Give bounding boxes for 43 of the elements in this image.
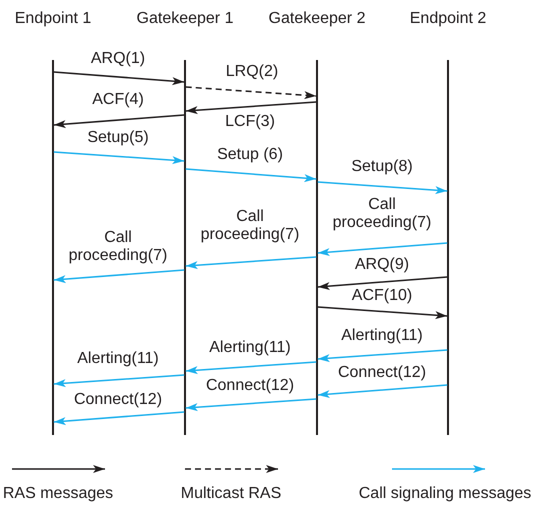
edge-label: Setup(8) <box>349 158 415 176</box>
message-arrow <box>186 398 316 412</box>
edge-label: Alerting(11) <box>75 350 161 368</box>
edge-label: LCF(3) <box>223 113 277 132</box>
message-arrow <box>54 411 184 426</box>
message-arrow <box>318 306 448 320</box>
participant-label: Endpoint 2 <box>410 10 486 28</box>
message-arrow <box>54 269 184 284</box>
edge-label: Setup (6) <box>215 146 285 164</box>
lifeline <box>316 60 318 435</box>
legend-label: RAS messages <box>2 485 114 503</box>
legend-label: Call signaling messages <box>358 485 532 503</box>
message-arrow <box>318 242 448 256</box>
message-arrow <box>318 349 448 362</box>
lifeline <box>184 60 186 435</box>
edge-label: ARQ(1) <box>88 50 148 68</box>
legend-label: Multicast RAS <box>180 485 282 503</box>
message-arrow <box>186 256 316 270</box>
lifeline <box>52 60 54 435</box>
edge-label: Setup(5) <box>85 129 151 148</box>
message-arrow <box>186 168 316 182</box>
message-arrow <box>54 374 184 388</box>
message-arrow <box>186 361 316 374</box>
lifeline <box>447 60 449 435</box>
edge-label: Connect(12) <box>72 391 164 410</box>
message-arrow <box>54 71 184 86</box>
message-arrow <box>318 276 448 290</box>
participant-label: Gatekeeper 1 <box>136 10 234 28</box>
edge-label: Alerting(11) <box>207 339 293 358</box>
message-arrow <box>318 384 448 398</box>
edge-label: Connect(12) <box>336 364 428 382</box>
edge-label: Connect(12) <box>204 377 296 396</box>
participant-label: Gatekeeper 2 <box>268 10 366 28</box>
edge-label: ACF(10) <box>350 287 414 306</box>
edge-label: ACF(4) <box>90 91 146 110</box>
message-arrow <box>54 151 184 164</box>
message-arrow <box>186 101 316 114</box>
edge-label: Alerting(11) <box>339 327 425 346</box>
edge-label: ARQ(9) <box>352 256 412 274</box>
message-arrow <box>318 181 448 194</box>
message-arrow <box>186 86 316 100</box>
message-arrow <box>54 114 184 128</box>
participant-label: Endpoint 1 <box>14 10 92 28</box>
